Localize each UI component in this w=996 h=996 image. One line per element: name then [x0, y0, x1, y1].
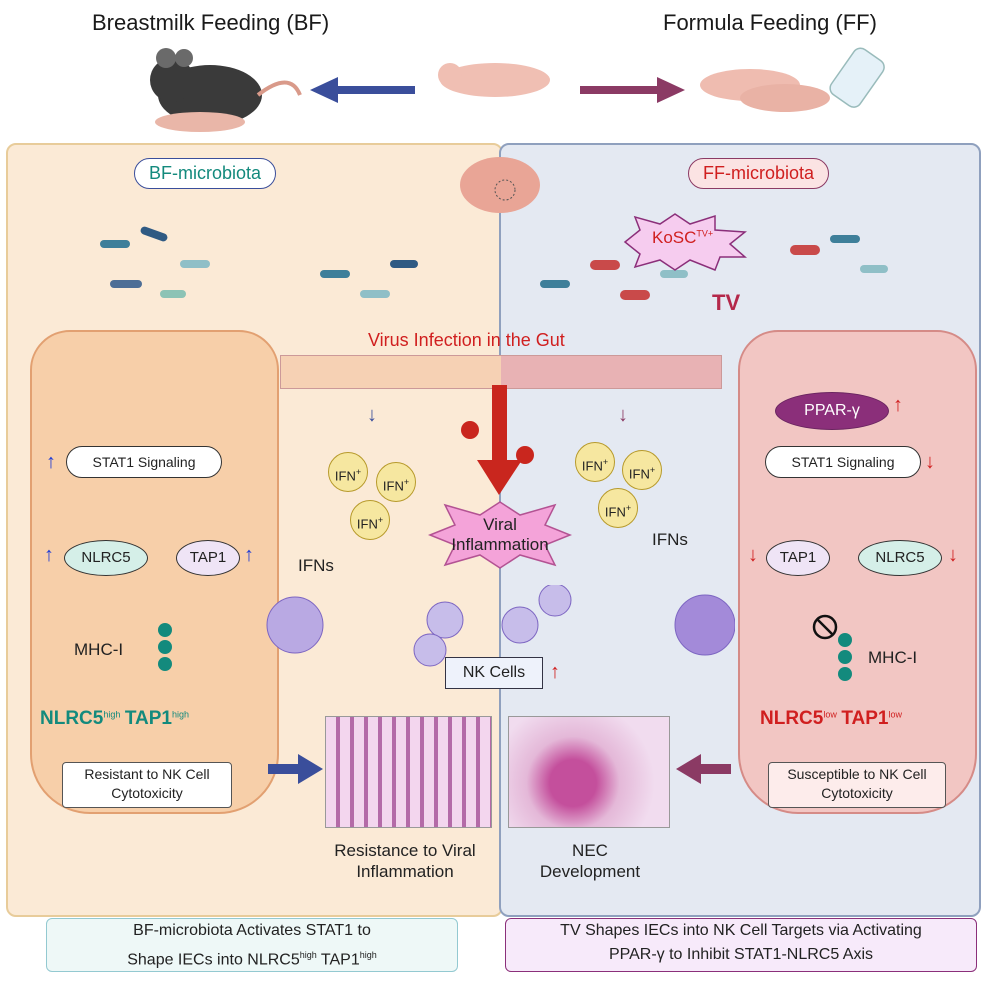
- bf-bacteria-cluster-2: [320, 260, 418, 298]
- ifn-bubble-left-1: IFN+: [328, 452, 368, 492]
- ff-bacteria-cluster: [540, 260, 688, 300]
- tap1-down-arrow-right: ↓: [748, 544, 758, 566]
- ifns-label-left: IFNs: [298, 556, 334, 575]
- bf-summary-line2: Shape IECs into NLRC5high TAP1high: [127, 950, 377, 969]
- ifn-bubble-left-2: IFN+: [376, 462, 416, 502]
- ff-bacteria-cluster-2: [790, 235, 888, 273]
- ff-microbiota-label: FF-microbiota: [688, 158, 830, 189]
- stat1-signaling-left: STAT1 Signaling: [66, 446, 222, 478]
- nlrc5-right: NLRC5: [858, 540, 942, 576]
- nk-up-arrow: ↑: [550, 661, 560, 683]
- intestine-icon: [460, 157, 540, 213]
- ifn-bubble-right-3: IFN+: [598, 488, 638, 528]
- purple-down-arrow: ↓: [618, 404, 628, 426]
- blocked-icon: [812, 614, 838, 640]
- nlrc5-up-arrow-left: ↑: [44, 544, 54, 566]
- bf-epithelial-cell: [30, 330, 279, 814]
- ifn-bubble-right-1: IFN+: [575, 442, 615, 482]
- stat1-up-arrow-left: ↑: [46, 451, 56, 473]
- virus-down-arrow: [477, 385, 522, 495]
- ifn-bubble-left-3: IFN+: [350, 500, 390, 540]
- virus-particles-icon: [461, 409, 534, 464]
- phenotype-right: NLRC5low TAP1low: [760, 708, 902, 729]
- bf-bacteria-cluster: [100, 226, 210, 298]
- ifn-bubble-right-2: IFN+: [622, 450, 662, 490]
- ifns-label-right: IFNs: [652, 530, 688, 549]
- purple-left-arrow: [676, 754, 731, 784]
- blue-right-arrow: [268, 754, 323, 784]
- ppar-up-arrow: ↑: [893, 394, 903, 416]
- stat1-down-arrow-right: ↓: [925, 451, 935, 473]
- viral-inflammation-label: Viral Inflammation: [451, 515, 549, 554]
- tap1-up-arrow-left: ↑: [244, 544, 254, 566]
- ff-summary-line2: PPAR-γ to Inhibit STAT1-NLRC5 Axis: [608, 946, 874, 963]
- nk-cells-label: NK Cells: [445, 657, 543, 689]
- kosc-label: KoSCTV+: [652, 228, 714, 247]
- adult-mouse-icon: [150, 48, 302, 132]
- ff-header: Formula Feeding (FF): [663, 10, 877, 35]
- bf-header: Breastmilk Feeding (BF): [92, 10, 330, 35]
- arrow-to-bf: [310, 77, 415, 103]
- histology-resistance-caption: Resistance to Viral Inflammation: [334, 841, 476, 881]
- histology-nec-image: [508, 716, 670, 828]
- viral-inflammation-star: [427, 501, 573, 569]
- nlrc5-down-arrow-right: ↓: [948, 544, 958, 566]
- nlrc5-left: NLRC5: [64, 540, 148, 576]
- bf-microbiota-label: BF-microbiota: [134, 158, 277, 189]
- formula-pups-bottle-icon: [700, 47, 885, 112]
- mhc-molecules-left: [158, 623, 172, 671]
- pup-mouse-icon: [438, 63, 550, 97]
- resistant-note: Resistant to NK Cell Cytotoxicity: [62, 762, 232, 808]
- arrow-to-ff: [580, 77, 685, 103]
- histology-nec-caption: NEC Development: [539, 841, 641, 881]
- mhc-molecules-right: [838, 633, 852, 681]
- tap1-right: TAP1: [766, 540, 830, 576]
- phenotype-left: NLRC5high TAP1high: [40, 708, 189, 729]
- histology-resistance-image: [325, 716, 492, 828]
- stat1-signaling-right: STAT1 Signaling: [765, 446, 921, 478]
- tap1-left: TAP1: [176, 540, 240, 576]
- susceptible-note: Susceptible to NK Cell Cytotoxicity: [768, 762, 946, 808]
- gut-epithelium-strip: [280, 355, 722, 389]
- ff-summary-box: TV Shapes IECs into NK Cell Targets via …: [505, 918, 977, 972]
- tv-label: TV: [712, 290, 741, 315]
- ff-summary-line1: TV Shapes IECs into NK Cell Targets via …: [560, 922, 922, 939]
- blue-down-arrow: ↓: [367, 404, 377, 426]
- ppar-gamma: PPAR-γ: [775, 392, 889, 430]
- virus-infection-label: Virus Infection in the Gut: [368, 330, 565, 350]
- kosc-starburst: [623, 213, 748, 271]
- bf-summary-box: BF-microbiota Activates STAT1 to Shape I…: [46, 918, 458, 972]
- nk-cells-group: [266, 585, 735, 667]
- mhc-label-left: MHC-I: [74, 640, 124, 659]
- bf-summary-line1: BF-microbiota Activates STAT1 to: [133, 922, 371, 939]
- mhc-label-right: MHC-I: [868, 648, 918, 667]
